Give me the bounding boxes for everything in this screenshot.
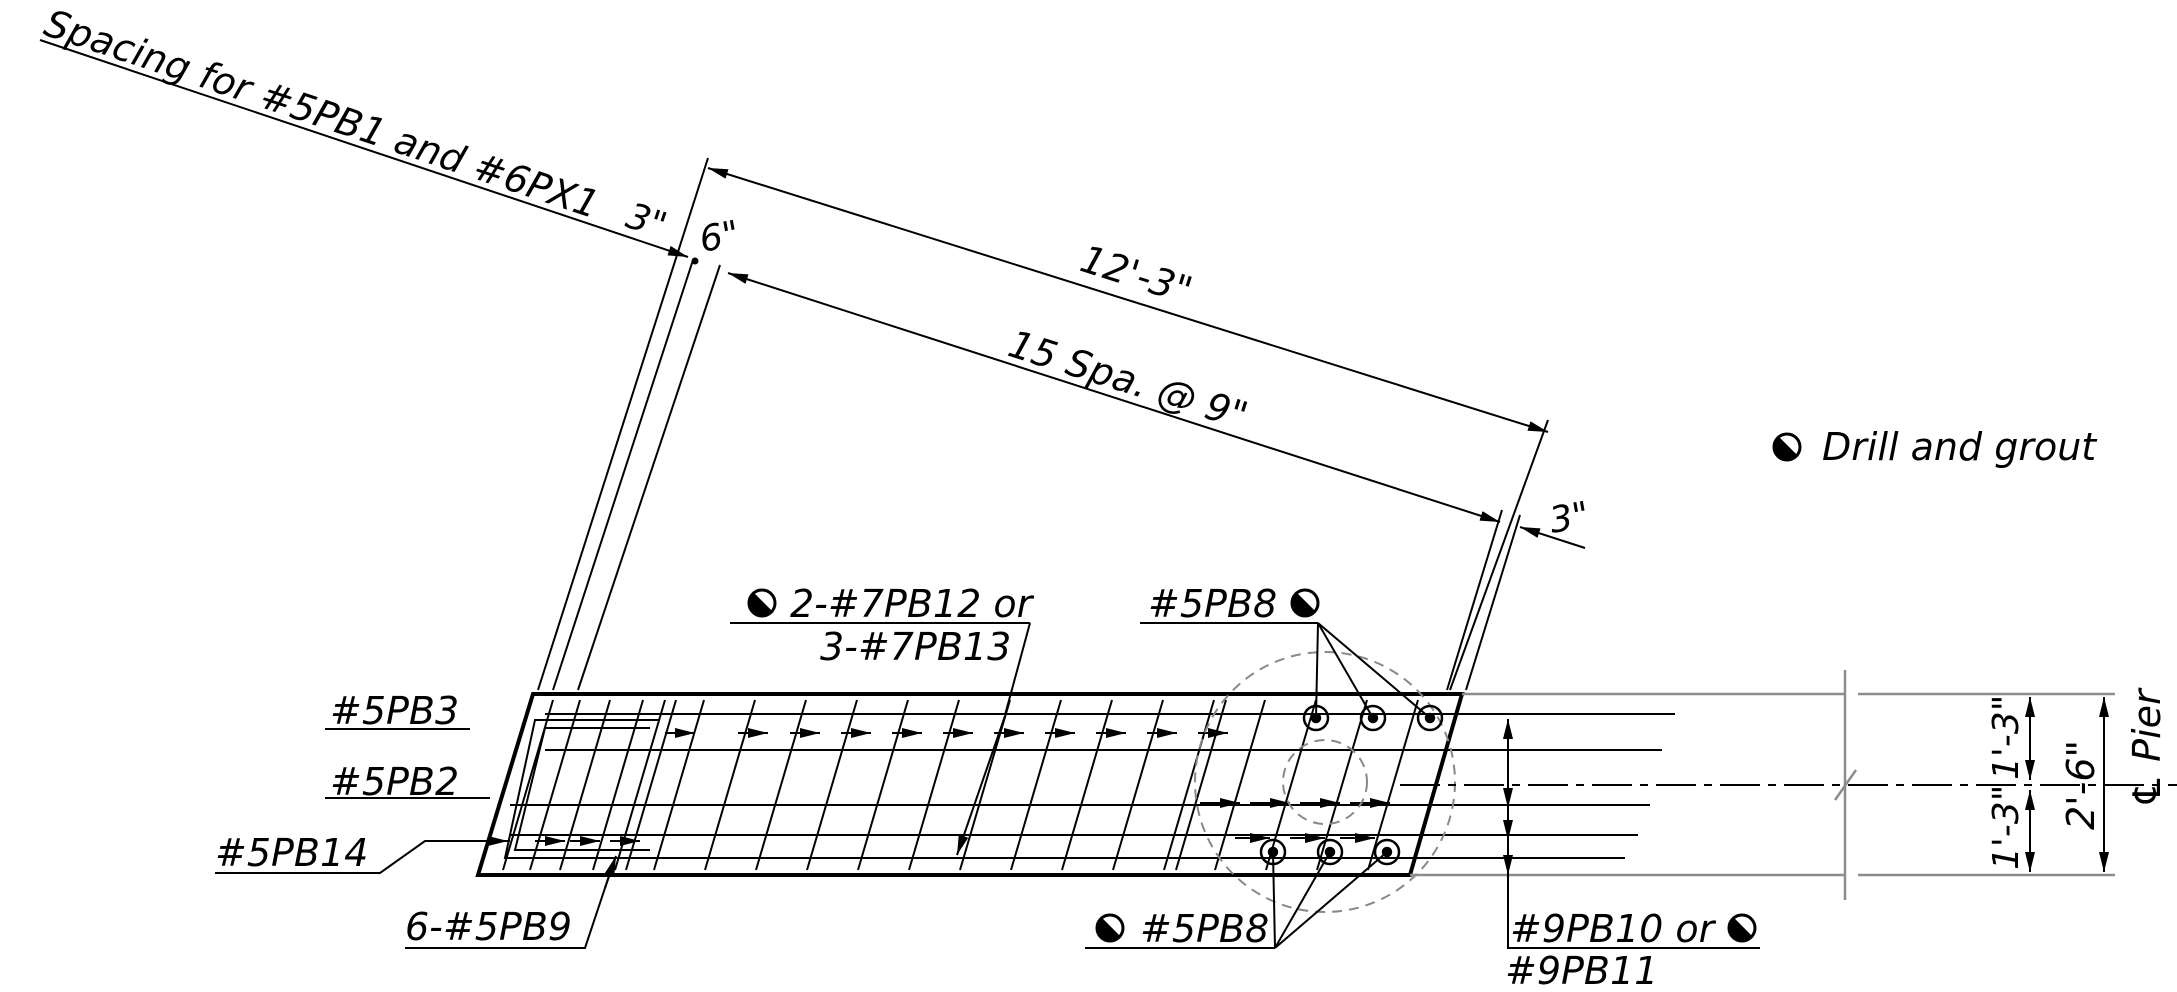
dim-3-top: 3" [621, 196, 671, 247]
legend-text: Drill and grout [1822, 425, 2098, 469]
label-pb10-line2: #9PB11 [1505, 949, 1658, 992]
top-dimensions [39, 39, 1586, 691]
label-pb12-line1: 2-#7PB12 or [790, 582, 1035, 626]
label-pb3: #5PB3 [330, 689, 459, 733]
pb8-bottom-symbol [1095, 913, 1125, 943]
pier-cl-label: ℄ Pier [2125, 687, 2169, 808]
drill-grout-symbols [747, 432, 1802, 943]
pier-circles [1194, 651, 1456, 913]
label-leaders [215, 622, 1760, 949]
label-pb14: #5PB14 [215, 831, 368, 875]
spacing-dot [691, 257, 699, 265]
label-pb8-bottom: #5PB8 [1140, 907, 1269, 951]
beam-extension [1410, 670, 2115, 900]
dim-half-top: 1'-3" [1986, 695, 2027, 780]
spacing-note: Spacing for #5PB1 and #6PX1 [39, 1, 604, 227]
label-pb8-top: #5PB8 [1148, 582, 1277, 626]
label-pb10-line1: #9PB10 or [1510, 907, 1717, 951]
bar-arrows [535, 728, 1390, 846]
label-pb2: #5PB2 [330, 760, 459, 804]
label-pb12-line2: 3-#7PB13 [820, 625, 1011, 669]
legend-symbol [1772, 432, 1802, 462]
dim-total: 2'-6" [2059, 740, 2103, 830]
pb8-top-symbol [1290, 588, 1320, 618]
right-dimensions [1503, 697, 2109, 875]
pb12-symbol [747, 588, 777, 618]
pb10-symbol [1727, 913, 1757, 943]
dim-6: 6" [696, 214, 742, 261]
dim-spacing: 15 Spa. @ 9" [1003, 322, 1253, 438]
dim-3-right: 3" [1546, 495, 1592, 542]
label-pb9: 6-#5PB9 [405, 905, 572, 949]
dim-half-bottom: 1'-3" [1986, 785, 2027, 870]
dim-overall: 12'-3" [1075, 237, 1197, 313]
